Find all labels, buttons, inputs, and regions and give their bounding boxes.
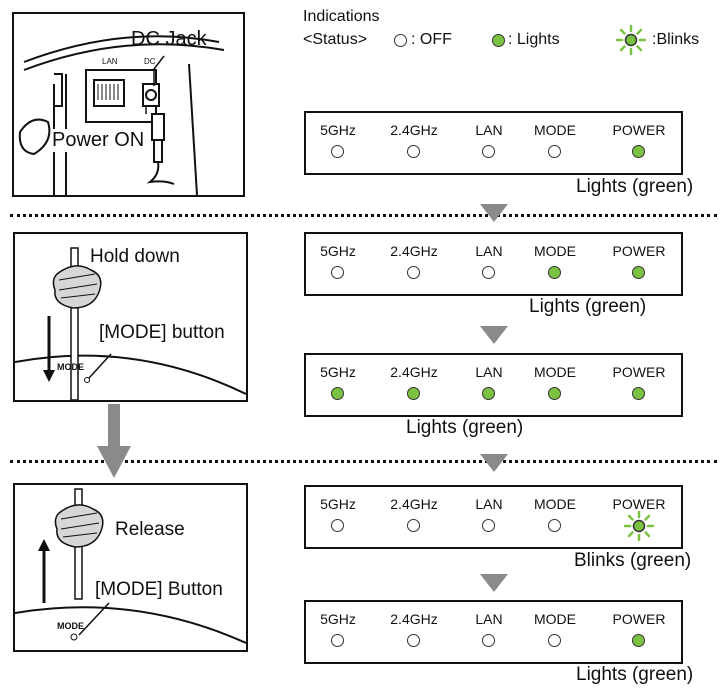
legend-blinks-label: :Blinks [652,31,700,48]
led-label-lan: LAN [475,496,503,512]
legend-lights-icon [492,34,505,47]
led-on-icon [632,634,645,647]
led-label-lan: LAN [475,243,503,259]
mode-button-label: [MODE] button [99,322,225,343]
led-panel: 5GHz 2.4GHz LAN MODE POWER [304,111,683,175]
led-label-mode: MODE [534,364,576,380]
led-label-5ghz: 5GHz [320,611,356,627]
led-off-icon [331,519,344,532]
led-off-icon [482,266,495,279]
led-off-icon [548,634,561,647]
led-panel: 5GHz 2.4GHz LAN MODE POWER [304,353,683,417]
hold-down-label: Hold down [90,246,180,267]
mode-button-label-release: [MODE] Button [95,579,223,600]
panel-caption: Lights (green) [406,417,524,438]
down-arrow-icon [480,204,508,222]
led-off-icon [331,145,344,158]
panel-caption: Blinks (green) [574,550,692,571]
panel-caption: Lights (green) [576,664,694,685]
down-arrow-icon [480,574,508,592]
mode-text: MODE [57,362,84,372]
led-label-power: POWER [612,243,666,259]
separator-2 [10,460,717,463]
legend-blink-icon [616,25,646,55]
led-on-icon [482,387,495,400]
lan-port-label: LAN [102,57,118,66]
led-off-icon [548,519,561,532]
led-label-24ghz: 2.4GHz [390,496,438,512]
panel-caption: Lights (green) [576,176,694,197]
led-on-icon [548,387,561,400]
legend-lights-label: : Lights [508,31,560,48]
led-off-icon [482,634,495,647]
led-on-icon [407,387,420,400]
led-off-icon [482,519,495,532]
led-label-power: POWER [612,611,666,627]
led-off-icon [482,145,495,158]
led-on-icon [632,266,645,279]
hold-down-illustration: Hold down [MODE] button MODE [13,232,248,402]
led-label-5ghz: 5GHz [320,243,356,259]
led-off-icon [407,266,420,279]
led-label-lan: LAN [475,611,503,627]
led-on-icon [632,145,645,158]
led-label-lan: LAN [475,122,503,138]
led-panel: 5GHz 2.4GHz LAN MODE POWER [304,232,683,296]
led-label-24ghz: 2.4GHz [390,122,438,138]
led-label-power: POWER [612,496,666,512]
led-label-mode: MODE [534,122,576,138]
led-off-icon [331,634,344,647]
led-off-icon [331,266,344,279]
led-label-24ghz: 2.4GHz [390,611,438,627]
led-on-icon [548,266,561,279]
dc-port-label: DC [144,57,156,66]
led-label-24ghz: 2.4GHz [390,243,438,259]
down-arrow-icon [480,326,508,344]
legend-status-label: <Status> [303,31,368,48]
big-down-arrow-icon [97,404,131,478]
legend-title: Indications [303,8,380,25]
mode-text-release: MODE [57,621,84,631]
dc-jack-label: DC Jack [131,28,207,50]
led-label-5ghz: 5GHz [320,122,356,138]
led-label-lan: LAN [475,364,503,380]
led-label-power: POWER [612,122,666,138]
separator-1 [10,214,717,217]
led-label-24ghz: 2.4GHz [390,364,438,380]
legend-off-label: : OFF [411,31,452,48]
led-label-5ghz: 5GHz [320,496,356,512]
led-on-icon [331,387,344,400]
panel-caption: Lights (green) [529,296,647,317]
led-off-icon [407,519,420,532]
led-label-power: POWER [612,364,666,380]
power-on-illustration: DC Jack LAN DC Power ON [12,12,245,197]
led-label-mode: MODE [534,243,576,259]
power-on-label: Power ON [52,129,145,152]
legend-off-icon [394,34,407,47]
led-label-5ghz: 5GHz [320,364,356,380]
release-label: Release [115,519,185,540]
release-illustration: Release [MODE] Button MODE [13,483,248,652]
led-off-icon [548,145,561,158]
down-arrow-icon [480,454,508,472]
led-blink-icon [624,511,654,541]
led-label-mode: MODE [534,611,576,627]
led-label-mode: MODE [534,496,576,512]
led-panel: 5GHz 2.4GHz LAN MODE POWER [304,600,683,664]
led-on-icon [632,387,645,400]
led-off-icon [407,634,420,647]
led-panel: 5GHz 2.4GHz LAN MODE POWER [304,485,683,549]
led-off-icon [407,145,420,158]
